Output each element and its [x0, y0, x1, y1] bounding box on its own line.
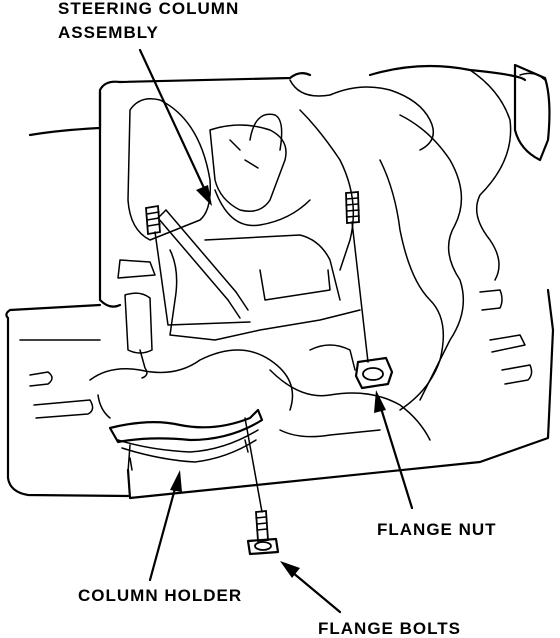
flange-bolt-detached [246, 510, 280, 556]
flange-bolt-upper-right [345, 191, 360, 224]
flange-nut-part [354, 356, 394, 390]
floor-panel [5, 288, 555, 500]
steering-column-shaft [157, 209, 249, 319]
leader-steering-column [138, 48, 212, 206]
dashboard-structure [28, 63, 551, 441]
label-steering-column-line2: ASSEMBLY [58, 23, 159, 42]
alignment-lines [127, 221, 369, 513]
flange-bolt-upper-left [145, 204, 161, 236]
leader-column-holder [148, 470, 182, 582]
label-flange-nut: FLANGE NUT [377, 520, 497, 539]
leader-flange-nut [374, 390, 414, 510]
label-steering-column-line1: STEERING COLUMN [58, 0, 239, 18]
label-flange-bolts: FLANGE BOLTS [318, 619, 461, 638]
leader-flange-bolts [280, 561, 342, 614]
column-holder-part [108, 408, 264, 471]
label-column-holder: COLUMN HOLDER [78, 586, 242, 605]
